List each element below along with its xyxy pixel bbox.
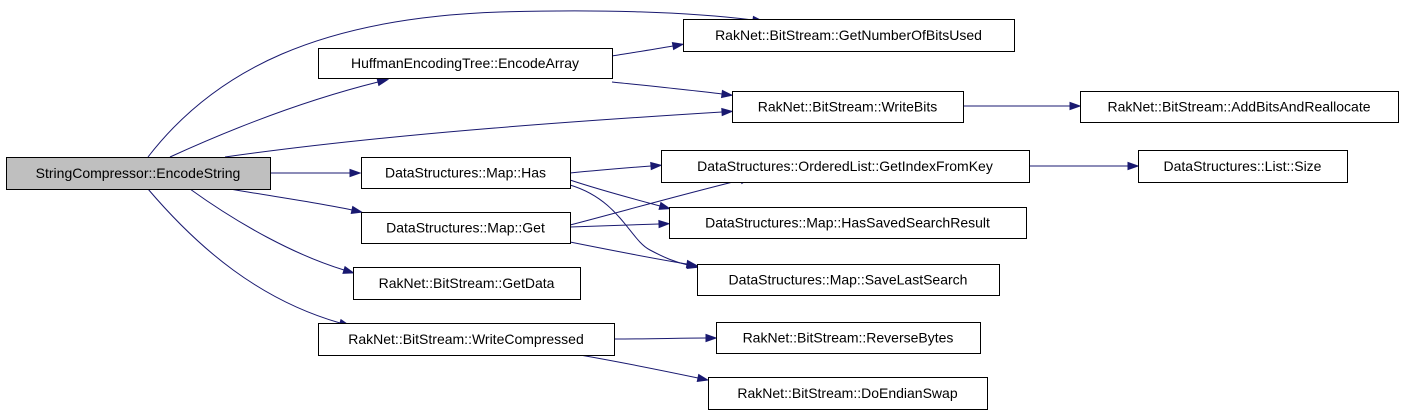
arrowhead-icon xyxy=(1127,161,1140,171)
arrowhead-icon xyxy=(349,168,362,178)
node-data-structures-map-has-saved-search-result[interactable]: DataStructures::Map::HasSavedSearchResul… xyxy=(669,207,1027,239)
edge-line xyxy=(189,188,345,271)
arrowhead-icon xyxy=(671,41,685,51)
edge-n0-n2 xyxy=(147,10,765,158)
node-rak-net-bit-stream-write-bits[interactable]: RakNet::BitStream::WriteBits xyxy=(732,91,964,123)
arrowhead-icon xyxy=(685,259,699,269)
edge-n10-n9 xyxy=(569,241,699,269)
edge-line xyxy=(611,45,674,57)
arrowhead-icon xyxy=(705,333,718,343)
node-box[interactable] xyxy=(6,157,271,190)
edges-layer xyxy=(147,10,1140,383)
arrowhead-icon xyxy=(650,161,663,171)
node-box[interactable] xyxy=(361,157,571,189)
node-label: StringCompressor::EncodeString xyxy=(36,165,241,181)
edge-n12-n14 xyxy=(579,354,710,383)
node-data-structures-ordered-list-get-index-from-key[interactable]: DataStructures::OrderedList::GetIndexFro… xyxy=(661,150,1030,183)
nodes-layer: StringCompressor::EncodeString HuffmanEnc… xyxy=(6,19,1399,410)
node-label: DataStructures::Map::Get xyxy=(386,220,545,236)
edge-line xyxy=(569,165,652,174)
edge-line xyxy=(569,179,742,226)
arrowhead-icon xyxy=(720,89,734,99)
edge-n6-n7 xyxy=(1029,161,1140,171)
node-box[interactable] xyxy=(669,207,1027,239)
arrowhead-icon xyxy=(376,78,390,87)
node-box[interactable] xyxy=(353,267,581,300)
node-data-structures-map-has[interactable]: DataStructures::Map::Has xyxy=(361,157,571,189)
node-rak-net-bit-stream-add-bits-and-reallocate[interactable]: RakNet::BitStream::AddBitsAndReallocate xyxy=(1080,91,1399,123)
node-data-structures-map-get[interactable]: DataStructures::Map::Get xyxy=(361,212,571,244)
edge-line xyxy=(169,81,379,158)
node-rak-net-bit-stream-reverse-bytes[interactable]: RakNet::BitStream::ReverseBytes xyxy=(716,322,981,354)
node-label: RakNet::BitStream::GetData xyxy=(379,275,555,291)
node-data-structures-map-save-last-search[interactable]: DataStructures::Map::SaveLastSearch xyxy=(697,264,1000,296)
node-box[interactable] xyxy=(697,264,1000,296)
node-label: RakNet::BitStream::WriteBits xyxy=(758,99,937,115)
node-label: RakNet::BitStream::GetNumberOfBitsUsed xyxy=(715,27,982,43)
edge-n12-n13 xyxy=(613,333,718,343)
edge-line xyxy=(229,188,353,211)
arrowhead-icon xyxy=(721,107,734,117)
node-label: RakNet::BitStream::WriteCompressed xyxy=(348,331,583,347)
node-box[interactable] xyxy=(683,19,1015,52)
arrowhead-icon xyxy=(696,373,710,383)
node-label: DataStructures::OrderedList::GetIndexFro… xyxy=(697,158,993,174)
edge-line xyxy=(147,10,754,158)
node-label: DataStructures::Map::HasSavedSearchResul… xyxy=(705,215,990,231)
edge-n3-n4 xyxy=(963,101,1082,111)
edge-n0-n3 xyxy=(224,107,734,158)
edge-n10-n8 xyxy=(569,219,671,229)
arrowhead-icon xyxy=(350,205,364,215)
edge-n5-n8 xyxy=(569,179,672,210)
edge-line xyxy=(569,184,689,266)
edge-line xyxy=(569,241,688,265)
edge-n1-n3 xyxy=(611,81,734,99)
node-rak-net-bit-stream-get-data[interactable]: RakNet::BitStream::GetData xyxy=(353,267,581,300)
edge-line xyxy=(613,337,707,340)
edge-n0-n5 xyxy=(270,168,362,178)
edge-line xyxy=(224,111,723,158)
node-box[interactable] xyxy=(361,212,571,244)
arrowhead-icon xyxy=(342,265,356,274)
edge-line xyxy=(579,354,699,379)
node-label: DataStructures::Map::Has xyxy=(385,165,546,181)
node-label: RakNet::BitStream::AddBitsAndReallocate xyxy=(1107,99,1370,115)
node-rak-net-bit-stream-do-endian-swap[interactable]: RakNet::BitStream::DoEndianSwap xyxy=(708,377,988,410)
edge-n5-n6 xyxy=(569,161,663,174)
edge-n0-n1 xyxy=(169,78,390,158)
edge-n1-n2 xyxy=(611,41,685,57)
node-label: DataStructures::Map::SaveLastSearch xyxy=(729,272,968,288)
node-box[interactable] xyxy=(1080,91,1399,123)
node-string-compressor-encode-string[interactable]: StringCompressor::EncodeString xyxy=(6,157,271,190)
arrowhead-icon xyxy=(658,201,672,210)
node-label: HuffmanEncodingTree::EncodeArray xyxy=(351,55,579,71)
node-box[interactable] xyxy=(318,323,615,356)
node-box[interactable] xyxy=(732,91,964,123)
node-box[interactable] xyxy=(1138,150,1348,183)
node-box[interactable] xyxy=(661,150,1030,183)
edge-line xyxy=(147,188,341,324)
node-box[interactable] xyxy=(318,48,613,79)
arrowhead-icon xyxy=(658,219,671,229)
node-label: RakNet::BitStream::DoEndianSwap xyxy=(737,385,957,401)
edge-line xyxy=(569,223,660,228)
node-data-structures-list-size[interactable]: DataStructures::List::Size xyxy=(1138,150,1348,183)
node-rak-net-bit-stream-write-compressed[interactable]: RakNet::BitStream::WriteCompressed xyxy=(318,323,615,356)
node-box[interactable] xyxy=(708,377,988,410)
node-rak-net-bit-stream-get-number-of-bits-used[interactable]: RakNet::BitStream::GetNumberOfBitsUsed xyxy=(683,19,1015,52)
edge-line xyxy=(569,179,661,207)
node-label: RakNet::BitStream::ReverseBytes xyxy=(743,330,954,346)
node-box[interactable] xyxy=(716,322,981,354)
edge-n0-n12 xyxy=(147,188,352,327)
edge-n0-n10 xyxy=(229,188,364,215)
edge-line xyxy=(611,81,723,95)
edge-n0-n11 xyxy=(189,188,356,274)
node-huffman-encoding-tree-encode-array[interactable]: HuffmanEncodingTree::EncodeArray xyxy=(318,48,613,79)
arrowhead-icon xyxy=(1069,101,1082,111)
node-label: DataStructures::List::Size xyxy=(1164,158,1322,174)
